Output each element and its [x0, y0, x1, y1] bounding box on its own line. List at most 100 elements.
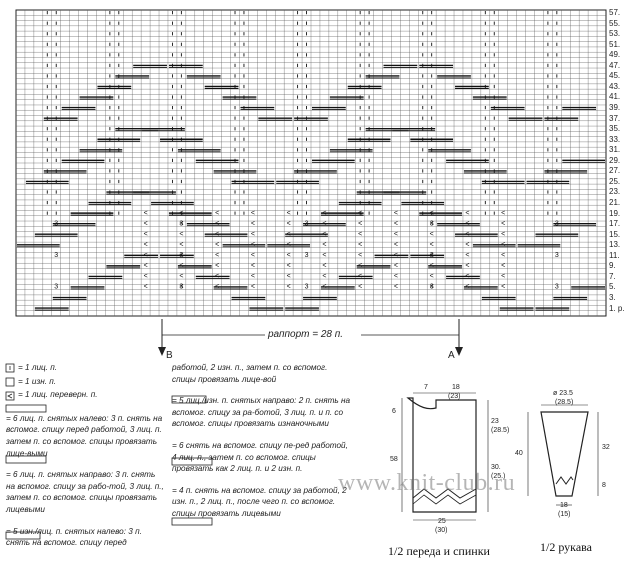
twisted-stitch-mark: <	[394, 252, 398, 259]
legend-column-1: = 1 лиц. п. = 1 изн. п. = 1 лиц. перевер…	[6, 352, 166, 549]
twisted-stitch-mark: <	[287, 252, 291, 259]
three-stitch-mark: 3	[179, 284, 183, 291]
sleeve-dim-right: 32	[602, 444, 610, 451]
row-number: 15.	[609, 229, 621, 239]
twisted-stitch-mark: <	[144, 231, 148, 238]
twisted-stitch-mark: <	[322, 220, 326, 227]
legend-cable-4n: = 4 п. снять на вспомог. спицу за работо…	[172, 485, 347, 518]
twisted-stitch-mark: <	[287, 263, 291, 270]
row-number: 55.	[609, 18, 621, 28]
twisted-stitch-mark: <	[358, 284, 362, 291]
twisted-stitch-mark: <	[144, 220, 148, 227]
twisted-stitch-mark: <	[501, 210, 505, 217]
twisted-stitch-mark: <	[144, 210, 148, 217]
twisted-stitch-mark: <	[144, 252, 148, 259]
twisted-stitch-mark: <	[465, 284, 469, 291]
row-number: 33.	[609, 134, 621, 144]
twisted-stitch-mark: <	[501, 231, 505, 238]
sleeve-pattern	[527, 404, 599, 506]
row-number: 27.	[609, 166, 621, 176]
twisted-stitch-mark: <	[179, 284, 183, 291]
front-dim-top-right-alt: (23)	[448, 393, 461, 400]
twisted-stitch-mark: <	[144, 263, 148, 270]
twisted-stitch-mark: <	[465, 252, 469, 259]
twisted-stitch-mark: <	[215, 210, 219, 217]
twisted-stitch-mark: <	[430, 252, 434, 259]
twisted-stitch-mark: <	[501, 220, 505, 227]
repeat-indicator	[158, 319, 463, 356]
twisted-stitch-mark: <	[465, 231, 469, 238]
twisted-stitch-mark: <	[215, 241, 219, 248]
legend-twisted: = 1 лиц. переверн. п.	[18, 390, 98, 400]
three-stitch-mark: 3	[555, 220, 559, 227]
twisted-stitch-mark: <	[322, 210, 326, 217]
twisted-stitch-mark: <	[179, 263, 183, 270]
twisted-stitch-mark: <	[358, 263, 362, 270]
twisted-stitch-mark: <	[465, 273, 469, 280]
row-number: 51.	[609, 39, 621, 49]
legend-knit: = 1 лиц. п.	[18, 363, 58, 372]
sleeve-dim-left: 40	[515, 450, 523, 457]
sleeve-caption: 1/2 рукава	[540, 540, 592, 554]
row-number: 41.	[609, 92, 621, 102]
twisted-stitch-mark: <	[144, 241, 148, 248]
twisted-stitch-mark: <	[358, 220, 362, 227]
row-number: 19.	[609, 208, 621, 218]
twisted-stitch-mark: <	[501, 263, 505, 270]
twisted-stitch-mark: <	[394, 231, 398, 238]
three-stitch-mark: 3	[54, 220, 58, 227]
three-stitch-mark: 3	[555, 284, 559, 291]
chart-grid	[15, 9, 607, 317]
twisted-stitch-mark: <	[179, 241, 183, 248]
twisted-stitch-mark: <	[394, 284, 398, 291]
sleeve-dim-bottom-alt: (15)	[558, 511, 571, 518]
sleeve-dim-top: ø 23.5	[553, 390, 573, 397]
row-number: 9.	[609, 261, 616, 271]
front-back-caption: 1/2 переда и спинки	[388, 544, 490, 558]
front-dim-bottom-alt: (30)	[435, 527, 448, 534]
twisted-stitch-mark: <	[358, 241, 362, 248]
twisted-stitch-mark: <	[251, 241, 255, 248]
twisted-stitch-mark: <	[287, 284, 291, 291]
legend-cable6-left: = 6 лиц. п. снятых налево: 3 п. снять на…	[6, 413, 163, 458]
twisted-stitch-mark: <	[430, 220, 434, 227]
twisted-stitch-mark: <	[430, 231, 434, 238]
row-number: 25.	[609, 176, 621, 186]
twisted-stitch-mark: <	[215, 263, 219, 270]
three-stitch-mark: 3	[305, 220, 309, 227]
twisted-stitch-mark: <	[501, 284, 505, 291]
twisted-stitch-mark: <	[251, 284, 255, 291]
twisted-stitch-mark: <	[215, 252, 219, 259]
three-stitch-mark: 3	[430, 220, 434, 227]
twisted-stitch-mark: <	[144, 273, 148, 280]
twisted-stitch-mark: <	[465, 263, 469, 270]
front-dim-right-upper: 23	[491, 418, 499, 425]
three-stitch-mark: 3	[555, 252, 559, 259]
sleeve-dim-right-lower: 8	[602, 482, 606, 489]
twisted-stitch-mark: <	[322, 284, 326, 291]
front-dim-top-right: 18	[452, 384, 460, 391]
front-dim-right-lower: 30.	[491, 464, 501, 471]
twisted-stitch-mark: <	[287, 220, 291, 227]
front-dim-top-left: 7	[424, 384, 428, 391]
row-number: 31.	[609, 145, 621, 155]
twisted-stitch-mark: <	[251, 210, 255, 217]
row-number: 49.	[609, 50, 621, 60]
row-number: 47.	[609, 60, 621, 70]
row-number: 3.	[609, 292, 616, 302]
twisted-stitch-mark: <	[322, 273, 326, 280]
twisted-stitch-mark: <	[179, 252, 183, 259]
front-dim-bottom: 25	[438, 518, 446, 525]
twisted-stitch-mark: <	[251, 263, 255, 270]
row-number: 39.	[609, 103, 621, 113]
row-number: 45.	[609, 71, 621, 81]
twisted-stitch-mark: <	[287, 210, 291, 217]
twisted-stitch-mark: <	[394, 220, 398, 227]
legend-column-2: работой, 2 изн. п., затем п. со вспомог.…	[172, 352, 352, 520]
twisted-stitch-mark: <	[322, 252, 326, 259]
three-stitch-mark: 3	[305, 252, 309, 259]
legend-cable-4-2: = 6 снять на вспомог. спицу пе-ред работ…	[172, 440, 348, 474]
twisted-stitch-mark: <	[251, 220, 255, 227]
twisted-stitch-mark: <	[430, 241, 434, 248]
